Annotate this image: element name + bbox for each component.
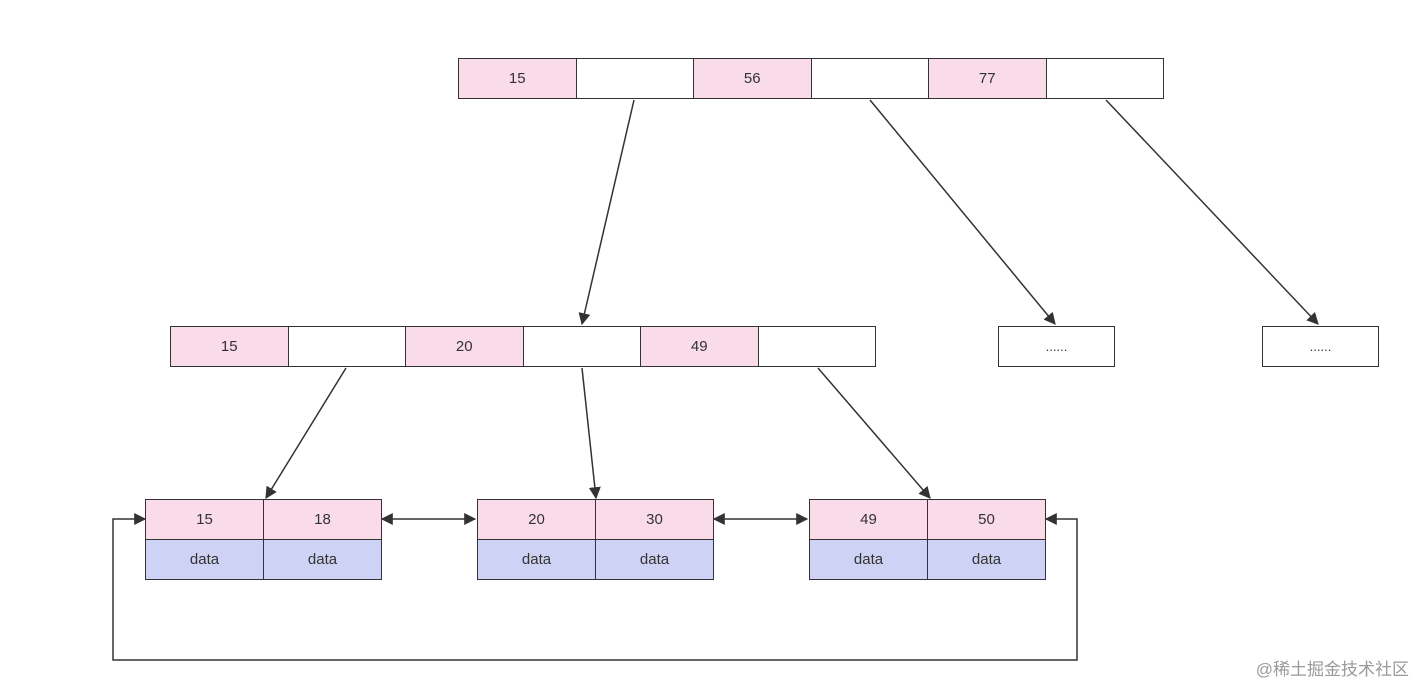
leaf-key-cell: 50 xyxy=(927,499,1046,540)
internal-pointer-cell xyxy=(522,326,641,367)
leaf-key-cell: 49 xyxy=(809,499,928,540)
leaf-data-cell: data xyxy=(927,539,1046,580)
internal-pointer-cell xyxy=(287,326,406,367)
root-key-cell: 77 xyxy=(928,58,1047,99)
leaf-key-cell: 15 xyxy=(145,499,264,540)
internal-to-leaf-arrow xyxy=(581,367,601,500)
leaf-data-cell: data xyxy=(809,539,928,580)
leaf-key-cell: 20 xyxy=(477,499,596,540)
root-to-internal-arrow xyxy=(578,99,635,326)
leaf-wraparound-link xyxy=(112,513,1078,661)
root-pointer-cell xyxy=(575,58,694,99)
watermark-text: @稀土掘金技术社区 xyxy=(1255,660,1409,679)
root-key-cell: 15 xyxy=(458,58,577,99)
internal-key-cell: 20 xyxy=(405,326,524,367)
placeholder-node: ...... xyxy=(998,326,1115,367)
internal-key-cell: 15 xyxy=(170,326,289,367)
placeholder-node: ...... xyxy=(1262,326,1379,367)
internal-key-cell: 49 xyxy=(640,326,759,367)
leaf-key-cell: 18 xyxy=(263,499,382,540)
leaf-key-cell: 30 xyxy=(595,499,714,540)
root-to-placeholder-arrow xyxy=(869,99,1056,325)
leaf-data-cell: data xyxy=(477,539,596,580)
internal-to-leaf-arrow xyxy=(265,367,347,500)
root-pointer-cell xyxy=(810,58,929,99)
internal-pointer-cell xyxy=(757,326,876,367)
root-to-placeholder-arrow xyxy=(1105,99,1319,325)
root-key-cell: 56 xyxy=(693,58,812,99)
leaf-data-cell: data xyxy=(145,539,264,580)
root-pointer-cell xyxy=(1045,58,1164,99)
internal-to-leaf-arrow xyxy=(817,367,931,499)
leaf-data-cell: data xyxy=(263,539,382,580)
leaf-data-cell: data xyxy=(595,539,714,580)
